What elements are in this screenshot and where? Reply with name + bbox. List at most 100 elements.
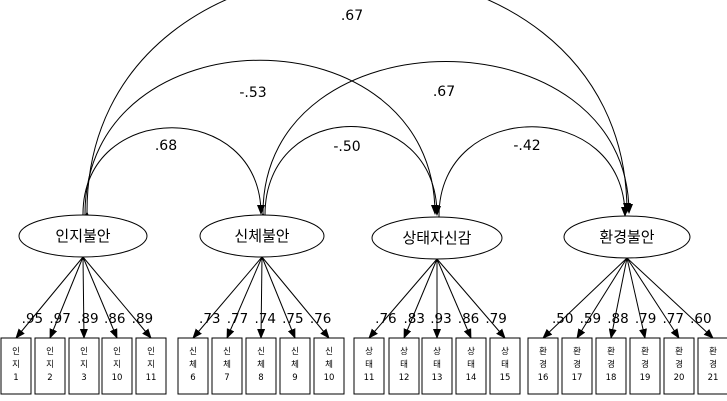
correlation-arc bbox=[82, 0, 631, 222]
indicator-label: 인 bbox=[113, 346, 121, 357]
indicator-label: 체 bbox=[223, 359, 231, 370]
loading-path bbox=[261, 256, 330, 339]
indicator-box bbox=[353, 337, 385, 395]
indicator-box bbox=[135, 337, 167, 395]
indicator-label: 신 bbox=[291, 347, 299, 357]
indicator-label: 신 bbox=[189, 347, 197, 357]
indicator-label: 지 bbox=[80, 360, 88, 370]
indicator-label: 경 bbox=[675, 359, 683, 370]
indicator-label: 체 bbox=[257, 359, 265, 370]
loading-path bbox=[576, 257, 628, 339]
loading-path bbox=[542, 257, 628, 339]
indicator-label: 지 bbox=[12, 360, 20, 370]
factor-label: 인지불안 bbox=[55, 227, 110, 245]
indicator-label: 8 bbox=[258, 373, 263, 383]
loading-path bbox=[626, 257, 680, 339]
loading-path bbox=[626, 257, 714, 339]
loading-path bbox=[626, 257, 647, 339]
indicator-label: 환 bbox=[573, 346, 581, 357]
loading-path bbox=[226, 256, 263, 339]
indicator-label: 19 bbox=[640, 373, 651, 383]
indicator-label: 상 bbox=[467, 346, 475, 357]
indicator-label: 지 bbox=[113, 360, 121, 370]
indicator-label: 2 bbox=[47, 373, 52, 383]
indicator-label: 인 bbox=[12, 346, 20, 357]
indicator-label: 경 bbox=[641, 359, 649, 370]
indicator-label: 15 bbox=[500, 373, 511, 383]
loading-value: .74 bbox=[254, 311, 275, 327]
indicator-label: 체 bbox=[325, 359, 333, 370]
correlation-arc bbox=[258, 61, 633, 223]
loading-path bbox=[403, 258, 438, 339]
loading-value: .95 bbox=[22, 311, 43, 327]
indicator-label: 7 bbox=[224, 373, 229, 383]
loading-value: .76 bbox=[310, 311, 331, 327]
loading-value: .83 bbox=[404, 311, 425, 327]
loading-path bbox=[49, 256, 84, 339]
indicator-label: 18 bbox=[606, 373, 617, 383]
indicator-box bbox=[68, 337, 100, 395]
indicator-box bbox=[561, 337, 593, 395]
indicator-label: 태 bbox=[467, 360, 475, 370]
loading-path bbox=[257, 256, 266, 339]
indicator-label: 10 bbox=[324, 373, 335, 383]
indicator-boxes: 인지1인지2인지3인지10인지11신체6신체7신체8신체9신체10상태11상태1… bbox=[0, 337, 727, 395]
factor-label: 환경불안 bbox=[599, 228, 654, 246]
loading-value: .77 bbox=[227, 311, 248, 327]
loading-value: .97 bbox=[49, 311, 70, 327]
correlation-arc bbox=[434, 126, 629, 226]
indicator-box bbox=[629, 337, 661, 395]
correlation-value: .67 bbox=[341, 8, 363, 24]
indicator-box bbox=[388, 337, 420, 395]
loading-path bbox=[261, 256, 296, 339]
indicator-box bbox=[455, 337, 487, 395]
indicator-label: 체 bbox=[189, 359, 197, 370]
factor-ellipse bbox=[18, 214, 148, 258]
indicator-label: 지 bbox=[147, 360, 155, 370]
indicator-label: 경 bbox=[573, 359, 581, 370]
loading-value: .89 bbox=[132, 311, 153, 327]
factor-ellipse bbox=[563, 215, 691, 259]
indicator-label: 신 bbox=[223, 347, 231, 357]
correlation-value: .68 bbox=[155, 138, 177, 154]
loading-value: .89 bbox=[77, 311, 98, 327]
loading-path bbox=[192, 256, 263, 339]
indicator-label: 신 bbox=[325, 347, 333, 357]
loading-path bbox=[368, 258, 438, 339]
indicator-box bbox=[421, 337, 453, 395]
loading-path bbox=[79, 256, 88, 339]
indicator-box bbox=[279, 337, 311, 395]
indicator-label: 환 bbox=[709, 346, 717, 357]
indicator-label: 16 bbox=[538, 373, 549, 383]
indicator-box bbox=[313, 337, 345, 395]
indicator-label: 상 bbox=[365, 346, 373, 357]
indicator-label: 체 bbox=[291, 359, 299, 370]
loading-value: .59 bbox=[580, 311, 601, 327]
indicator-label: 경 bbox=[607, 359, 615, 370]
indicator-label: 6 bbox=[190, 373, 195, 383]
factor-ellipse bbox=[371, 216, 503, 260]
indicator-label: 9 bbox=[292, 373, 297, 383]
loading-value: .79 bbox=[485, 311, 506, 327]
loading-path bbox=[436, 258, 472, 339]
indicator-label: 상 bbox=[400, 346, 408, 357]
indicator-box bbox=[211, 337, 243, 395]
indicator-box bbox=[663, 337, 695, 395]
loading-value: .73 bbox=[199, 311, 220, 327]
indicator-label: 10 bbox=[112, 373, 123, 383]
indicator-label: 환 bbox=[641, 346, 649, 357]
indicator-label: 20 bbox=[674, 373, 685, 383]
indicator-label: 경 bbox=[539, 359, 547, 370]
correlation-value: -.50 bbox=[333, 139, 360, 155]
indicator-label: 태 bbox=[501, 360, 509, 370]
indicator-box bbox=[489, 337, 521, 395]
indicator-label: 17 bbox=[572, 373, 583, 383]
indicator-label: 지 bbox=[46, 360, 54, 370]
loading-value: .77 bbox=[663, 311, 684, 327]
indicator-label: 13 bbox=[432, 373, 443, 383]
loading-value: .88 bbox=[607, 311, 628, 327]
indicator-label: 인 bbox=[80, 346, 88, 357]
loading-value: .93 bbox=[430, 311, 451, 327]
